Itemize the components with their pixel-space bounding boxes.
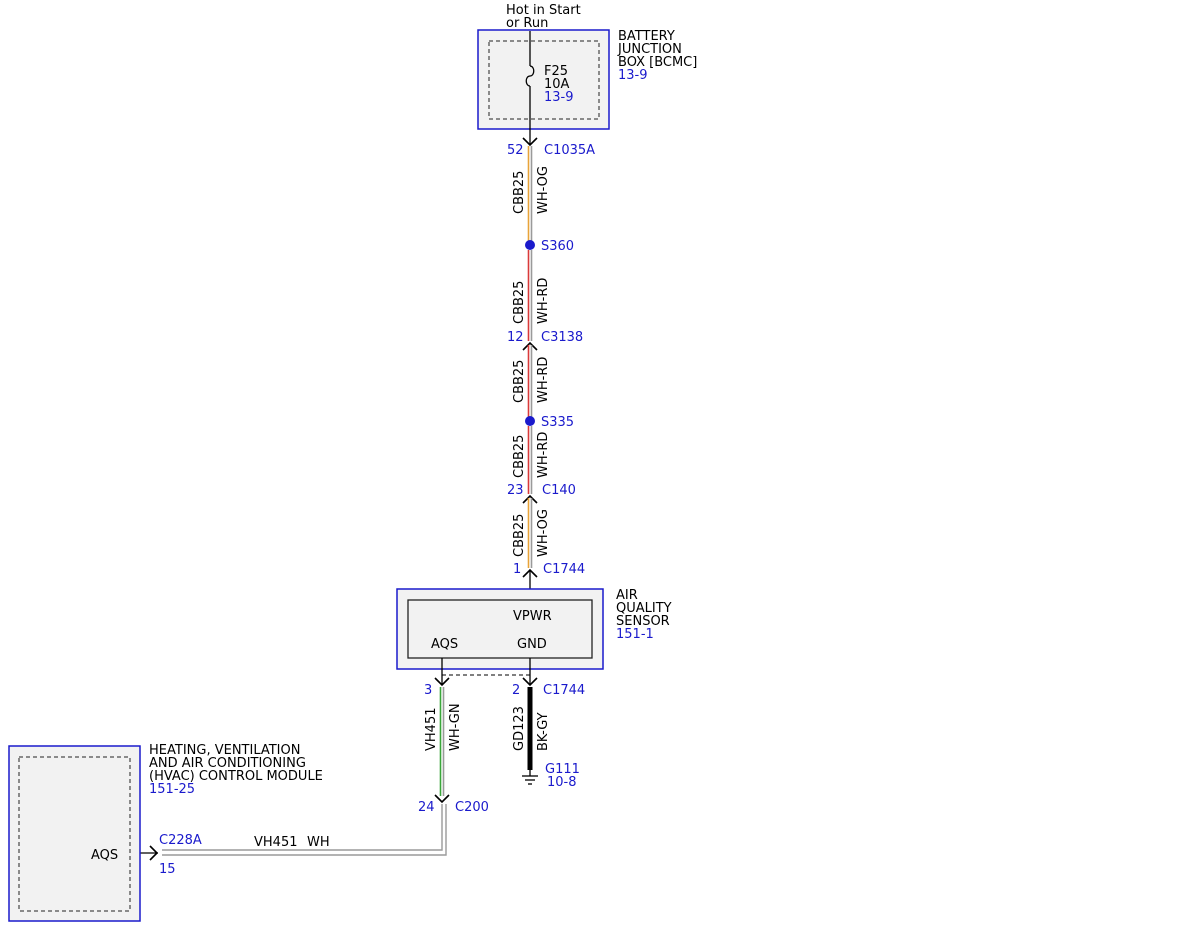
wire-cbb25-wh-og-5[interactable] xyxy=(527,498,533,568)
sensor-pin-aqs: AQS xyxy=(431,637,458,652)
wire-cbb25-wh-rd-2[interactable] xyxy=(527,250,533,341)
wire-vh451-color: WH-GN xyxy=(448,703,463,751)
wire2-color: WH-RD xyxy=(536,278,551,324)
wire-bottom-color: WH xyxy=(307,835,330,850)
c1744-gnd-connector-icon xyxy=(522,677,538,687)
c140-name[interactable]: C140 xyxy=(542,483,576,498)
c1744-top-pin: 1 xyxy=(513,562,521,577)
supply-label-line2: or Run xyxy=(506,16,548,31)
hvac-name-line3: (HVAC) CONTROL MODULE xyxy=(149,769,323,784)
c1744-bottom-pin-gnd: 2 xyxy=(512,683,520,698)
ground-symbol-icon[interactable] xyxy=(522,770,538,785)
bjb-name-line3: BOX [BCMC] xyxy=(618,55,697,70)
sensor-name-line3: SENSOR xyxy=(616,614,670,629)
c3138-connector-icon xyxy=(522,341,538,351)
sensor-pin-vpwr: VPWR xyxy=(513,609,552,624)
supply-label-line1: Hot in Start xyxy=(506,3,581,18)
sensor-pin-gnd: GND xyxy=(517,637,547,652)
wire-vh451-circuit: VH451 xyxy=(424,708,439,751)
splice-s360[interactable] xyxy=(525,240,535,250)
c200-name[interactable]: C200 xyxy=(455,800,489,815)
wire-vh451-wh[interactable] xyxy=(162,804,447,856)
wire-bottom-circuit: VH451 xyxy=(254,835,297,850)
wire-gd123-color: BK-GY xyxy=(536,712,551,751)
wire3-color: WH-RD xyxy=(536,357,551,403)
bjb-name-line1: BATTERY xyxy=(618,29,675,44)
wire3-circuit: CBB25 xyxy=(512,360,527,403)
c1744-bottom-pin-aqs: 3 xyxy=(424,683,432,698)
c140-pin: 23 xyxy=(507,483,524,498)
sensor-name-line1: AIR xyxy=(616,588,638,603)
c228a-name[interactable]: C228A xyxy=(159,833,202,848)
wire2-circuit: CBB25 xyxy=(512,281,527,324)
c1035a-connector-icon xyxy=(522,137,538,147)
splice-s335-label[interactable]: S335 xyxy=(541,415,574,430)
sensor-ref[interactable]: 151-1 xyxy=(616,627,654,642)
hvac-name-line1: HEATING, VENTILATION xyxy=(149,743,300,758)
wire5-color: WH-OG xyxy=(536,509,551,557)
bjb-name-line2: JUNCTION xyxy=(617,42,682,57)
c228a-pin: 15 xyxy=(159,862,176,877)
fuse-name: F25 xyxy=(544,64,568,79)
c1744-bottom-name[interactable]: C1744 xyxy=(543,683,585,698)
fuse-rating: 10A xyxy=(544,77,570,92)
c1744-aqs-connector-icon xyxy=(434,677,450,687)
wire4-circuit: CBB25 xyxy=(512,435,527,478)
wire-cbb25-wh-rd-3[interactable] xyxy=(527,345,533,421)
sensor-name-line2: QUALITY xyxy=(616,601,672,616)
wire-vh451-wh-gn[interactable] xyxy=(439,687,445,796)
ground-g111-ref[interactable]: 10-8 xyxy=(547,775,577,790)
wire1-circuit: CBB25 xyxy=(512,171,527,214)
fuse-ref[interactable]: 13-9 xyxy=(544,90,574,105)
splice-s360-label[interactable]: S360 xyxy=(541,239,574,254)
wire4-color: WH-RD xyxy=(536,432,551,478)
wire-gd123-circuit: GD123 xyxy=(512,706,527,751)
wire5-circuit: CBB25 xyxy=(512,514,527,557)
battery-junction-box-inner xyxy=(488,40,600,120)
hvac-name-line2: AND AIR CONDITIONING xyxy=(149,756,306,771)
c200-pin: 24 xyxy=(418,800,435,815)
c1035a-name[interactable]: C1035A xyxy=(544,143,595,158)
wire1-color: WH-OG xyxy=(536,166,551,214)
c3138-name[interactable]: C3138 xyxy=(541,330,583,345)
hvac-control-module[interactable] xyxy=(8,745,141,922)
c1035a-pin: 52 xyxy=(507,143,524,158)
battery-junction-box[interactable] xyxy=(477,29,610,130)
hvac-ref[interactable]: 151-25 xyxy=(149,782,195,797)
ground-g111-name[interactable]: G111 xyxy=(545,762,580,777)
air-quality-sensor-inner xyxy=(407,599,593,659)
wire-cbb25-wh-og-1[interactable] xyxy=(527,146,533,245)
c1744-top-name[interactable]: C1744 xyxy=(543,562,585,577)
c140-connector-icon xyxy=(522,494,538,504)
bjb-ref[interactable]: 13-9 xyxy=(618,68,648,83)
c3138-pin: 12 xyxy=(507,330,524,345)
wire-cbb25-wh-rd-4[interactable] xyxy=(527,426,533,494)
splice-s335[interactable] xyxy=(525,416,535,426)
hvac-pin-aqs: AQS xyxy=(91,848,118,863)
fuse-f25-icon[interactable] xyxy=(525,65,535,87)
c200-connector-icon xyxy=(434,794,450,804)
